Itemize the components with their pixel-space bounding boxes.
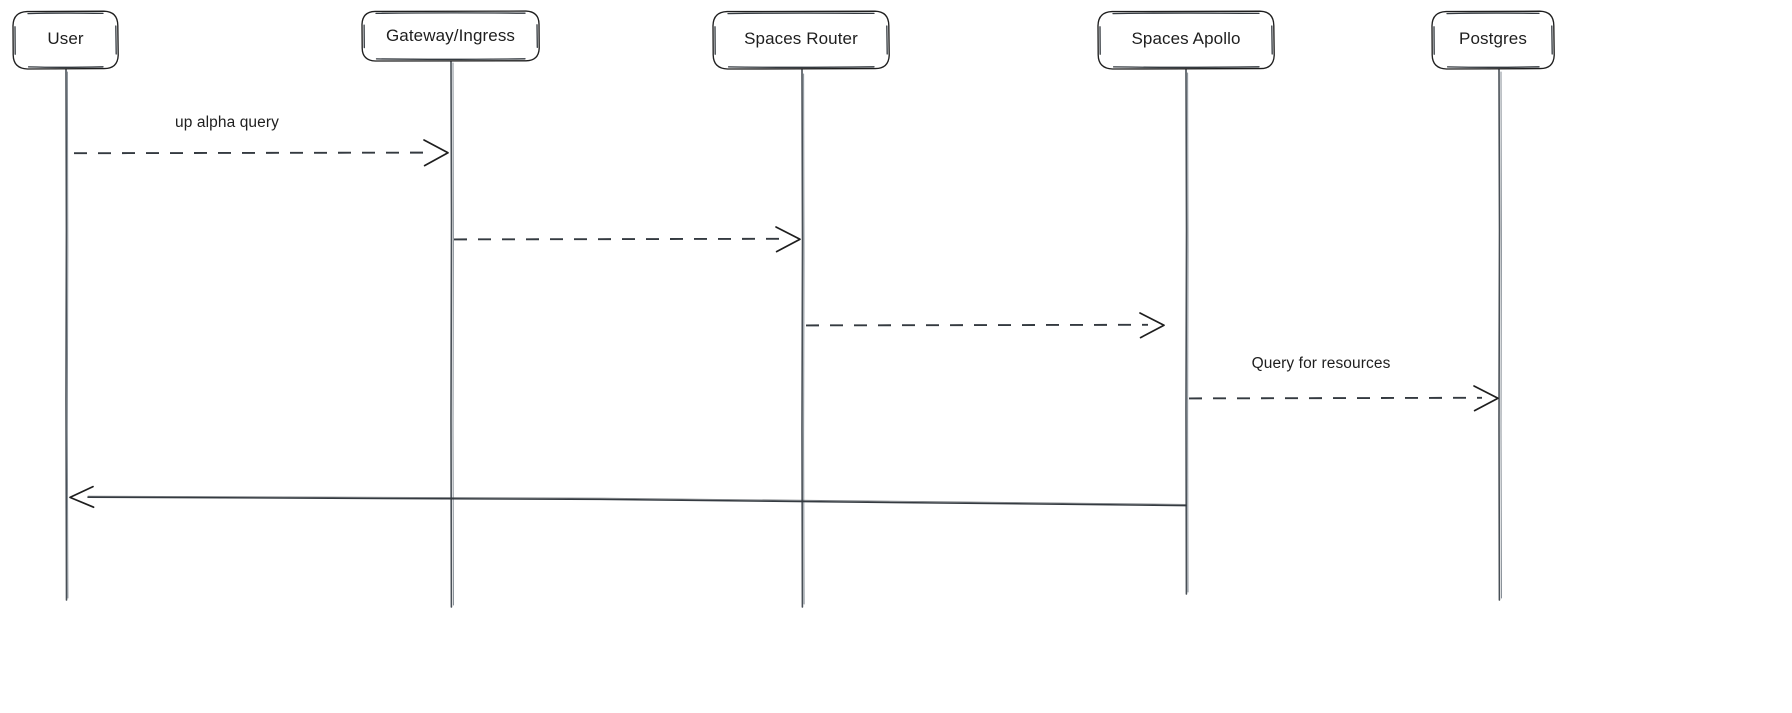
lifelines-group bbox=[65, 60, 1502, 608]
message-arrow-3[interactable] bbox=[805, 312, 1165, 339]
message-arrow-1[interactable] bbox=[73, 139, 449, 167]
participant-box-gateway[interactable] bbox=[361, 10, 540, 62]
message-arrow-4[interactable] bbox=[1188, 385, 1499, 412]
participant-boxes-group bbox=[12, 10, 1555, 70]
participant-box-apollo[interactable] bbox=[1097, 10, 1275, 70]
message-arrow-2[interactable] bbox=[453, 226, 801, 253]
lifeline-postgres bbox=[1498, 68, 1502, 601]
participant-box-postgres[interactable] bbox=[1431, 10, 1555, 70]
lifeline-router bbox=[801, 68, 805, 608]
message-arrow-5[interactable] bbox=[69, 485, 1187, 509]
lifeline-user bbox=[65, 68, 69, 601]
lifeline-apollo bbox=[1185, 68, 1189, 595]
participant-box-router[interactable] bbox=[712, 10, 890, 70]
participant-box-user[interactable] bbox=[12, 10, 119, 70]
messages-group bbox=[69, 139, 1499, 509]
lifeline-gateway bbox=[450, 60, 454, 608]
